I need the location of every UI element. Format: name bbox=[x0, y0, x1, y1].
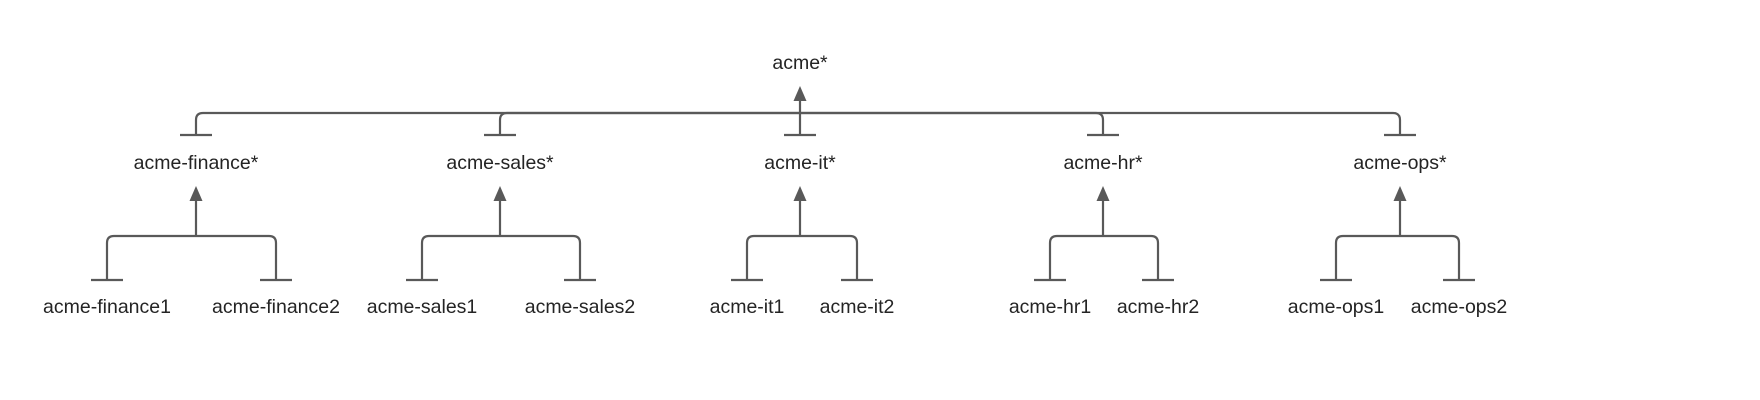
edge-connector bbox=[498, 111, 800, 135]
edge-arrowhead bbox=[793, 86, 807, 101]
edge-connector bbox=[1334, 234, 1400, 280]
edge-group bbox=[91, 186, 292, 282]
node-label-acme-ops1[interactable]: acme-ops1 bbox=[1288, 296, 1384, 318]
node-label-acme-hr1[interactable]: acme-hr1 bbox=[1009, 296, 1091, 318]
node-label-acme-it2[interactable]: acme-it2 bbox=[820, 296, 895, 318]
edge-connector bbox=[420, 234, 500, 280]
edge-connector bbox=[196, 234, 278, 280]
nodes-layer: acme* acme-finance* acme-sales* acme-it* acm… bbox=[43, 52, 1507, 318]
edge-connector bbox=[1048, 234, 1103, 280]
edges-layer bbox=[91, 86, 1475, 282]
node-label-acme-sales2[interactable]: acme-sales2 bbox=[525, 296, 636, 318]
edge-connector bbox=[194, 111, 800, 135]
edge-arrowhead bbox=[189, 186, 203, 201]
edge-connector bbox=[1103, 234, 1160, 280]
edge-connector bbox=[105, 234, 196, 280]
node-label-acme-sales1[interactable]: acme-sales1 bbox=[367, 296, 478, 318]
edge-group bbox=[406, 186, 596, 282]
edge-connector bbox=[800, 111, 1402, 135]
node-label-acme-hr[interactable]: acme-hr* bbox=[1063, 152, 1143, 174]
node-label-acme[interactable]: acme* bbox=[772, 52, 828, 74]
edge-connector bbox=[745, 234, 800, 280]
node-label-acme-finance[interactable]: acme-finance* bbox=[134, 152, 259, 174]
node-label-acme-it[interactable]: acme-it* bbox=[764, 152, 836, 174]
node-label-acme-finance1[interactable]: acme-finance1 bbox=[43, 296, 171, 318]
edge-arrowhead bbox=[493, 186, 507, 201]
edge-group bbox=[1320, 186, 1475, 282]
edge-arrowhead bbox=[1393, 186, 1407, 201]
edge-group bbox=[1034, 186, 1174, 282]
node-label-acme-ops[interactable]: acme-ops* bbox=[1353, 152, 1447, 174]
edge-arrowhead bbox=[1096, 186, 1110, 201]
edge-connector bbox=[800, 234, 859, 280]
node-label-acme-hr2[interactable]: acme-hr2 bbox=[1117, 296, 1199, 318]
edge-connector bbox=[500, 234, 582, 280]
edge-connector bbox=[1400, 234, 1461, 280]
edge-connector bbox=[800, 111, 1105, 135]
node-label-acme-it1[interactable]: acme-it1 bbox=[710, 296, 785, 318]
node-label-acme-sales[interactable]: acme-sales* bbox=[446, 152, 554, 174]
edge-arrowhead bbox=[793, 186, 807, 201]
node-label-acme-finance2[interactable]: acme-finance2 bbox=[212, 296, 340, 318]
edge-group bbox=[731, 186, 873, 282]
edge-group bbox=[180, 86, 1416, 137]
node-label-acme-ops2[interactable]: acme-ops2 bbox=[1411, 296, 1507, 318]
